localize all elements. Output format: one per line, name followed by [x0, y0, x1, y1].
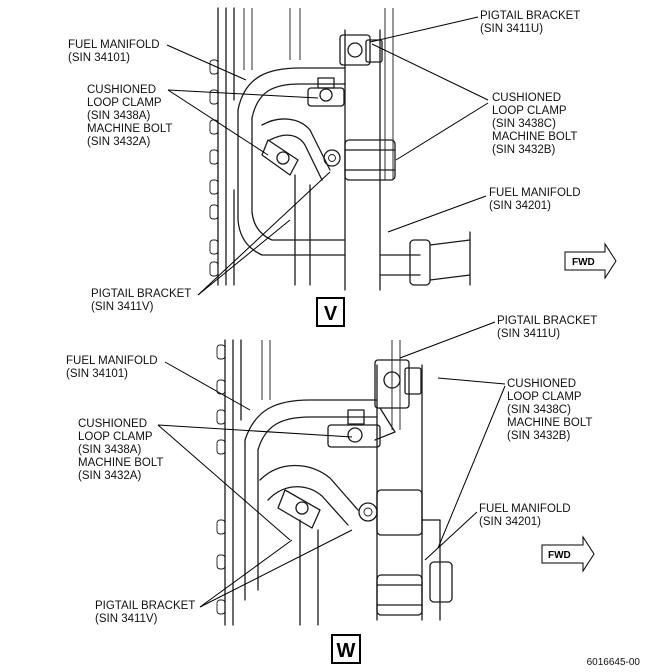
- view-w-letter-box: W: [331, 634, 361, 664]
- label-fuel-manifold-34201-l1: FUEL MANIFOLD: [489, 187, 581, 199]
- label-fuel-manifold-34201-l2: (SIN 34201): [489, 200, 551, 212]
- fwd-label-v: FWD: [572, 257, 595, 268]
- label-fuel-manifold-34101-l1: FUEL MANIFOLD: [66, 355, 158, 367]
- view-v-fwd-arrow: FWD: [564, 242, 617, 280]
- view-letter-v: V: [324, 303, 338, 325]
- view-v: PIGTAIL BRACKET (SIN 3411U) FUEL MANIFOL…: [68, 7, 617, 327]
- label-pigtail-bracket-3411u-l2: (SIN 3411U): [480, 23, 543, 35]
- label-pigtail-bracket-3411v-l1: PIGTAIL BRACKET: [95, 600, 195, 612]
- label-pigtail-bracket-3411u-l2: (SIN 3411U): [497, 328, 560, 340]
- label-cushioned-clamp-3438a-l3: (SIN 3438A): [78, 444, 141, 456]
- view-w-leader-lines: [157, 321, 506, 608]
- label-cushioned-clamp-3438a-l1: CUSHIONED: [78, 418, 147, 430]
- label-cushioned-clamp-3438c-l2: LOOP CLAMP: [492, 105, 567, 117]
- view-w-labels: PIGTAIL BRACKET (SIN 3411U) FUEL MANIFOL…: [66, 315, 597, 625]
- label-cushioned-clamp-3438c-l1: CUSHIONED: [507, 378, 576, 390]
- label-fuel-manifold-34201-l2: (SIN 34201): [479, 516, 541, 528]
- label-pigtail-bracket-3411u-l1: PIGTAIL BRACKET: [480, 10, 580, 22]
- view-v-labels: PIGTAIL BRACKET (SIN 3411U) FUEL MANIFOL…: [68, 10, 581, 313]
- label-machine-bolt-3432a-l1: MACHINE BOLT: [87, 123, 172, 135]
- label-machine-bolt-3432b-l1: MACHINE BOLT: [492, 131, 577, 143]
- figure-id: 6016645-00: [587, 657, 641, 668]
- label-machine-bolt-3432a-l2: (SIN 3432A): [87, 136, 150, 148]
- label-fuel-manifold-34201-l1: FUEL MANIFOLD: [479, 503, 571, 515]
- view-w: PIGTAIL BRACKET (SIN 3411U) FUEL MANIFOL…: [66, 315, 597, 664]
- label-machine-bolt-3432a-l2: (SIN 3432A): [78, 470, 141, 482]
- label-cushioned-clamp-3438c-l2: LOOP CLAMP: [507, 391, 582, 403]
- view-w-fwd-arrow: FWD: [541, 535, 595, 573]
- label-cushioned-clamp-3438a-l2: LOOP CLAMP: [87, 97, 162, 109]
- label-machine-bolt-3432b-l2: (SIN 3432B): [492, 144, 555, 156]
- view-letter-w: W: [337, 640, 356, 662]
- view-v-engine-art: [209, 7, 471, 291]
- label-cushioned-clamp-3438c-l3: (SIN 3438C): [507, 404, 571, 416]
- view-v-leader-lines: [166, 16, 489, 296]
- label-pigtail-bracket-3411u-l1: PIGTAIL BRACKET: [497, 315, 597, 327]
- label-cushioned-clamp-3438a-l2: LOOP CLAMP: [78, 431, 153, 443]
- label-machine-bolt-3432b-l2: (SIN 3432B): [507, 430, 570, 442]
- label-cushioned-clamp-3438a-l1: CUSHIONED: [87, 84, 156, 96]
- label-cushioned-clamp-3438a-l3: (SIN 3438A): [87, 110, 150, 122]
- fwd-label-w: FWD: [548, 550, 571, 561]
- label-machine-bolt-3432b-l1: MACHINE BOLT: [507, 417, 592, 429]
- label-pigtail-bracket-3411v-l1: PIGTAIL BRACKET: [91, 288, 191, 300]
- label-fuel-manifold-34101-l2: (SIN 34101): [66, 368, 128, 380]
- label-pigtail-bracket-3411v-l2: (SIN 3411V): [91, 301, 154, 313]
- view-w-engine-art: [216, 339, 453, 626]
- label-cushioned-clamp-3438c-l1: CUSHIONED: [492, 92, 561, 104]
- label-fuel-manifold-34101-l2: (SIN 34101): [68, 52, 130, 64]
- label-machine-bolt-3432a-l1: MACHINE BOLT: [78, 457, 163, 469]
- label-cushioned-clamp-3438c-l3: (SIN 3438C): [492, 118, 556, 130]
- label-fuel-manifold-34101-l1: FUEL MANIFOLD: [68, 39, 160, 51]
- label-pigtail-bracket-3411v-l2: (SIN 3411V): [95, 613, 158, 625]
- view-v-letter-box: V: [316, 297, 345, 327]
